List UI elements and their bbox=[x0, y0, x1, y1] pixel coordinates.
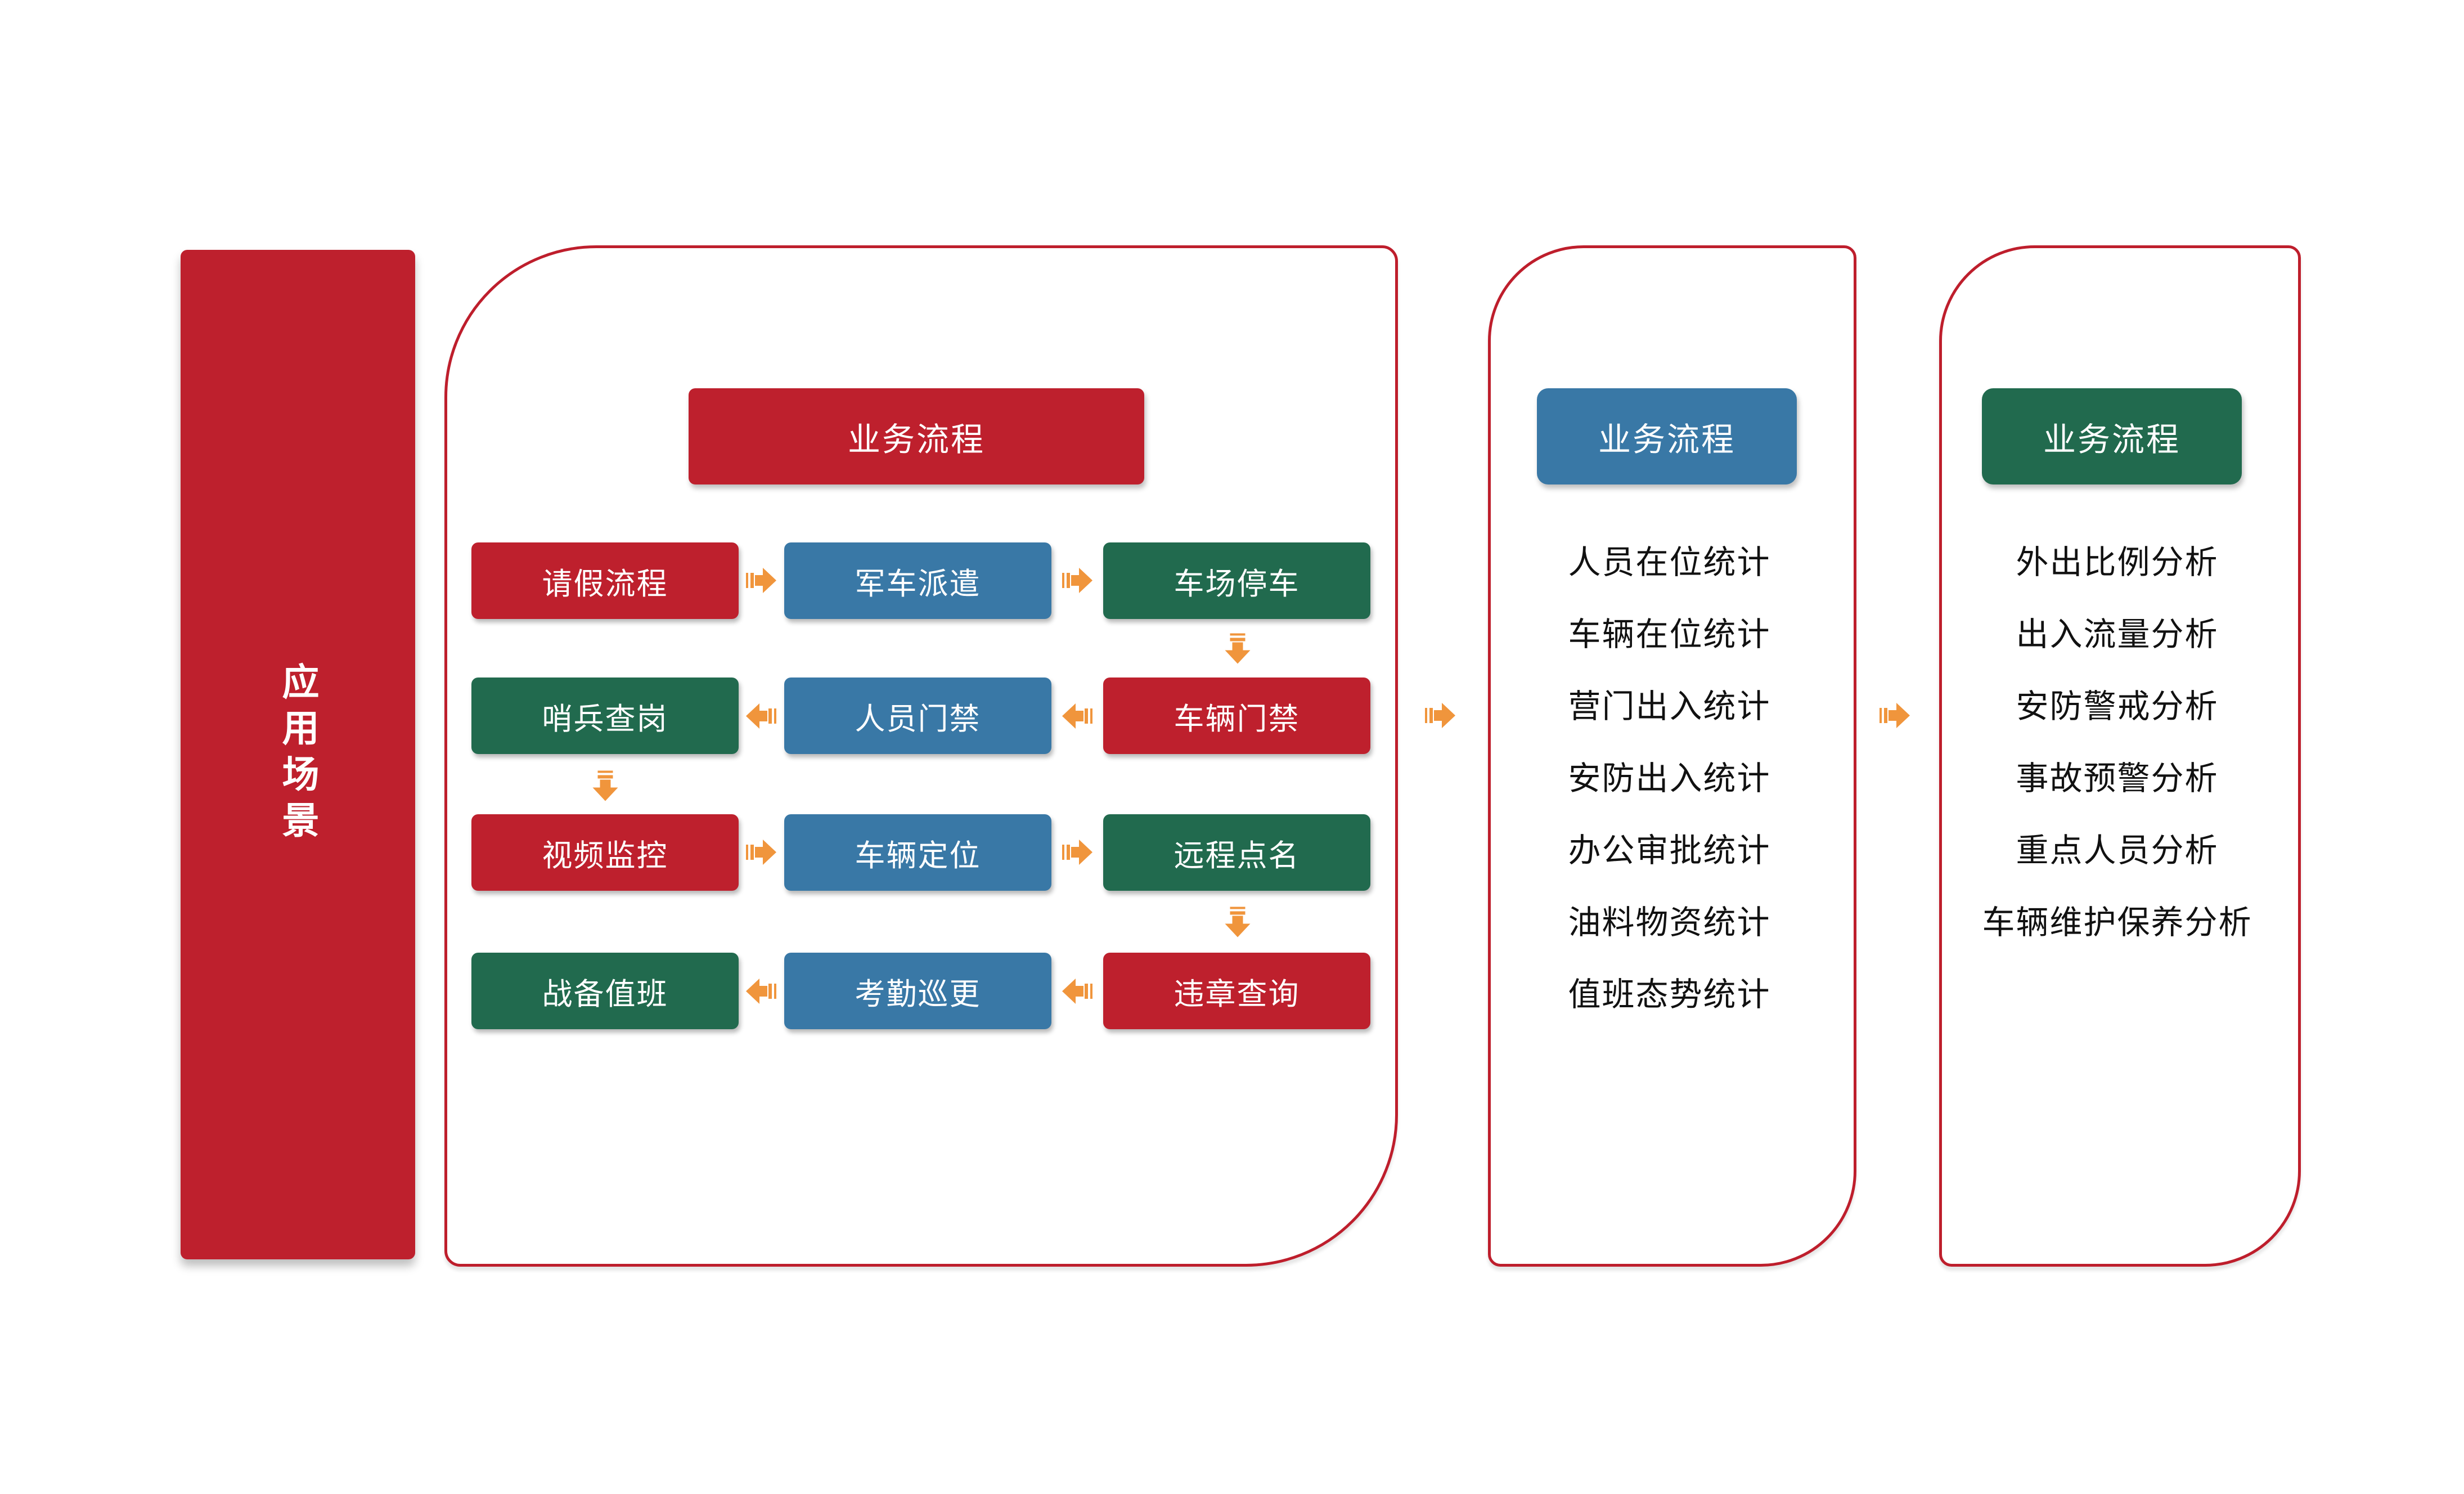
flow-box-personnel-access: 人员门禁 bbox=[784, 678, 1051, 754]
list-item: 营门出入统计 bbox=[1568, 688, 1771, 725]
striped-arrow-right-icon bbox=[746, 568, 776, 593]
striped-arrow-right-icon bbox=[1425, 703, 1455, 728]
business-flow-header: 业务流程 bbox=[689, 388, 1144, 484]
flow-box-remote-rollcall: 远程点名 bbox=[1103, 814, 1370, 891]
analysis-header: 业务流程 bbox=[1982, 388, 2242, 484]
list-item: 办公审批统计 bbox=[1568, 832, 1771, 869]
analysis-list: 外出比例分析 出入流量分析 安防警戒分析 事故预警分析 重点人员分析 车辆维护保… bbox=[1939, 523, 2295, 955]
list-item: 事故预警分析 bbox=[2016, 760, 2219, 797]
statistics-header: 业务流程 bbox=[1537, 388, 1797, 484]
striped-arrow-right-icon bbox=[1062, 568, 1092, 593]
striped-arrow-right-icon bbox=[1062, 840, 1092, 865]
flow-box-vehicle-access: 车辆门禁 bbox=[1103, 678, 1370, 754]
striped-arrow-left-icon bbox=[1062, 979, 1092, 1004]
flow-box-leave-process: 请假流程 bbox=[471, 542, 739, 619]
striped-arrow-right-icon bbox=[1880, 703, 1910, 728]
flow-box-military-vehicle-dispatch: 军车派遣 bbox=[784, 542, 1051, 619]
flow-box-vehicle-positioning: 车辆定位 bbox=[784, 814, 1051, 891]
statistics-list: 人员在位统计 车辆在位统计 营门出入统计 安防出入统计 办公审批统计 油料物资统… bbox=[1488, 523, 1851, 1028]
list-item: 出入流量分析 bbox=[2016, 616, 2219, 653]
list-item: 安防出入统计 bbox=[1568, 760, 1771, 797]
striped-arrow-left-icon bbox=[746, 979, 776, 1004]
flow-box-video-surveillance: 视频监控 bbox=[471, 814, 739, 891]
list-item: 值班态势统计 bbox=[1568, 976, 1771, 1013]
flow-box-combat-duty: 战备值班 bbox=[471, 953, 739, 1029]
flow-box-parking: 车场停车 bbox=[1103, 542, 1370, 619]
list-item: 车辆在位统计 bbox=[1568, 616, 1771, 653]
striped-arrow-down-icon bbox=[592, 770, 618, 801]
striped-arrow-right-icon bbox=[746, 840, 776, 865]
flow-box-violation-query: 违章查询 bbox=[1103, 953, 1370, 1029]
application-scenarios-bar: 应用场景 bbox=[181, 250, 415, 1259]
list-item: 人员在位统计 bbox=[1568, 544, 1771, 581]
striped-arrow-down-icon bbox=[1225, 907, 1251, 937]
striped-arrow-left-icon bbox=[1062, 703, 1092, 729]
striped-arrow-down-icon bbox=[1225, 633, 1251, 664]
list-item: 安防警戒分析 bbox=[2016, 688, 2219, 725]
list-item: 油料物资统计 bbox=[1568, 904, 1771, 941]
application-scenarios-label: 应用场景 bbox=[277, 662, 319, 847]
list-item: 车辆维护保养分析 bbox=[1982, 904, 2252, 941]
striped-arrow-left-icon bbox=[746, 703, 776, 729]
list-item: 重点人员分析 bbox=[2016, 832, 2219, 869]
flow-box-sentry-check: 哨兵查岗 bbox=[471, 678, 739, 754]
list-item: 外出比例分析 bbox=[2016, 544, 2219, 581]
flow-box-attendance-patrol: 考勤巡更 bbox=[784, 953, 1051, 1029]
